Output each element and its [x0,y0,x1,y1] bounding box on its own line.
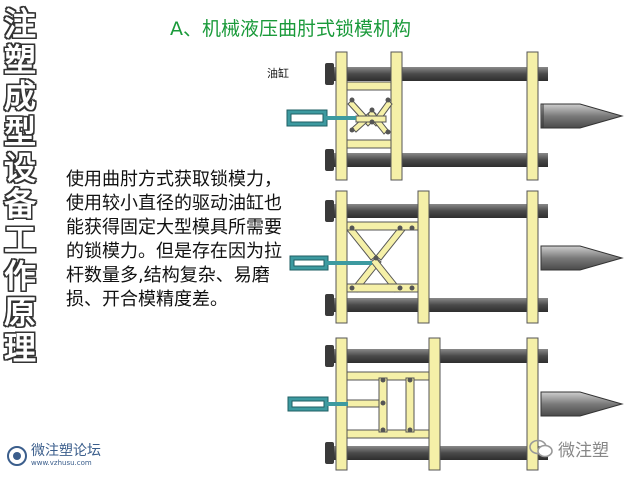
toggle-unit-closed [286,51,624,181]
tie-bar [328,298,548,312]
moving-platen [417,190,430,324]
fixed-platen [526,190,539,324]
watermark-forum: 微注塑论坛 www.vzhusu.com [6,444,101,468]
tie-bar [328,67,548,81]
forum-logo-icon [7,446,27,466]
nozzle [540,391,624,417]
fixed-platen [526,337,539,471]
forum-url: www.vzhusu.com [31,459,92,467]
watermark-wechat: 微注塑 [528,436,609,461]
toggle-unit-half-open [289,190,624,324]
tie-bar [328,153,548,167]
moving-platen [390,51,403,181]
rear-platen [335,190,348,324]
wechat-icon [529,439,553,457]
toggle-links [346,371,430,439]
diagram-heading: A、机械液压曲肘式锁模机构 [170,18,411,40]
forum-name: 微注塑论坛 [31,443,101,459]
nozzle [540,103,624,129]
nozzle [540,245,624,271]
toggle-links [347,99,393,135]
fixed-platen [526,51,539,181]
moving-platen [428,337,441,471]
wechat-name: 微注塑 [558,441,609,461]
toggle-unit-open [287,337,624,471]
vertical-title: 注塑成型设备工作原理 [4,5,37,367]
description-text: 使用曲肘方式获取锁模力，使用较小直径的驱动油缸也能获得固定大型模具所需要的锁模力… [66,169,282,310]
cylinder-label: 油缸 [267,67,289,80]
tie-bar [328,204,548,218]
toggle-links [346,221,419,293]
